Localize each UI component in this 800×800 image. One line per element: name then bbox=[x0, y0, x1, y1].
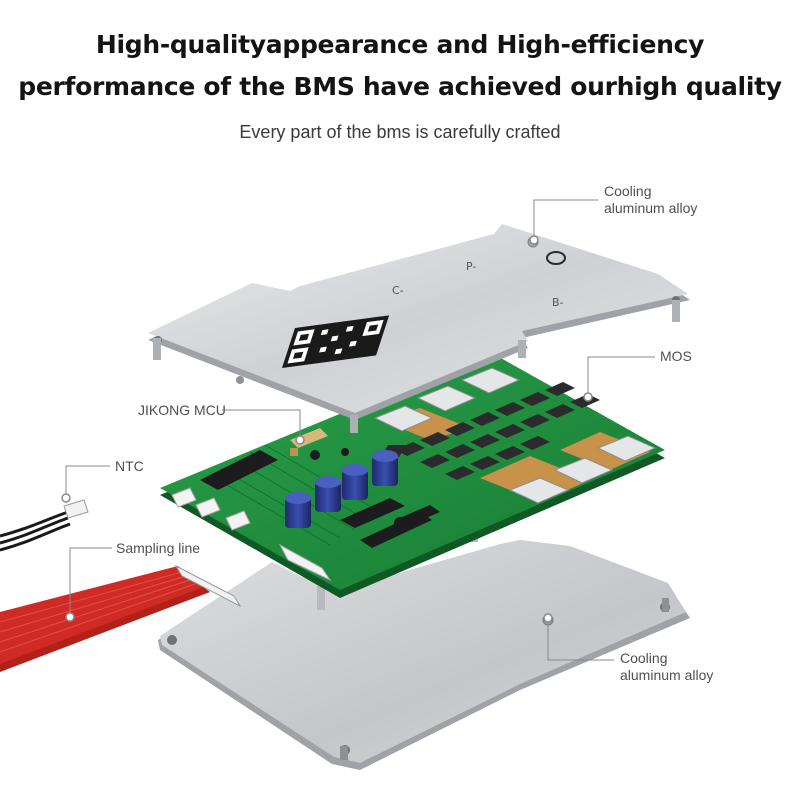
leader-dots bbox=[61, 235, 593, 623]
mosfet-array bbox=[381, 382, 600, 480]
terminal-blocks bbox=[373, 367, 657, 504]
bottom-cooling-plate bbox=[158, 540, 690, 770]
leader-lines bbox=[65, 199, 655, 661]
marking-c-minus: C- bbox=[392, 284, 404, 297]
headline-line-1: High-qualityappearance and High-efficien… bbox=[95, 30, 705, 59]
cloud-logo-icon bbox=[546, 251, 566, 265]
ntc-cable bbox=[0, 499, 89, 552]
label-cooling-top-line2: aluminum alloy bbox=[604, 200, 698, 216]
marking-b-minus: B- bbox=[552, 296, 564, 309]
label-jikong-mcu: JIKONG MCU bbox=[138, 402, 226, 418]
label-cooling-bottom: Cooling aluminum alloy bbox=[620, 650, 713, 684]
label-cooling-bottom-line2: aluminum alloy bbox=[620, 667, 714, 683]
label-ntc: NTC bbox=[115, 458, 144, 474]
label-cooling-top: Cooling aluminum alloy bbox=[604, 183, 697, 217]
marking-p-minus: P- bbox=[466, 260, 476, 273]
board-edge-connectors bbox=[171, 487, 332, 582]
headline-line-2: performance of the BMS have achieved our… bbox=[18, 72, 782, 101]
label-cooling-bottom-line1: Cooling bbox=[620, 650, 668, 666]
label-mos: MOS bbox=[660, 348, 692, 364]
small-components bbox=[200, 448, 440, 548]
capacitors bbox=[285, 450, 398, 528]
sampling-line-cable bbox=[0, 564, 242, 672]
subtitle: Every part of the bms is carefully craft… bbox=[239, 122, 561, 142]
label-sampling-line: Sampling line bbox=[116, 540, 201, 556]
label-cooling-top-line1: Cooling bbox=[604, 183, 652, 199]
top-cooling-plate: C- P- B- bbox=[148, 224, 690, 433]
